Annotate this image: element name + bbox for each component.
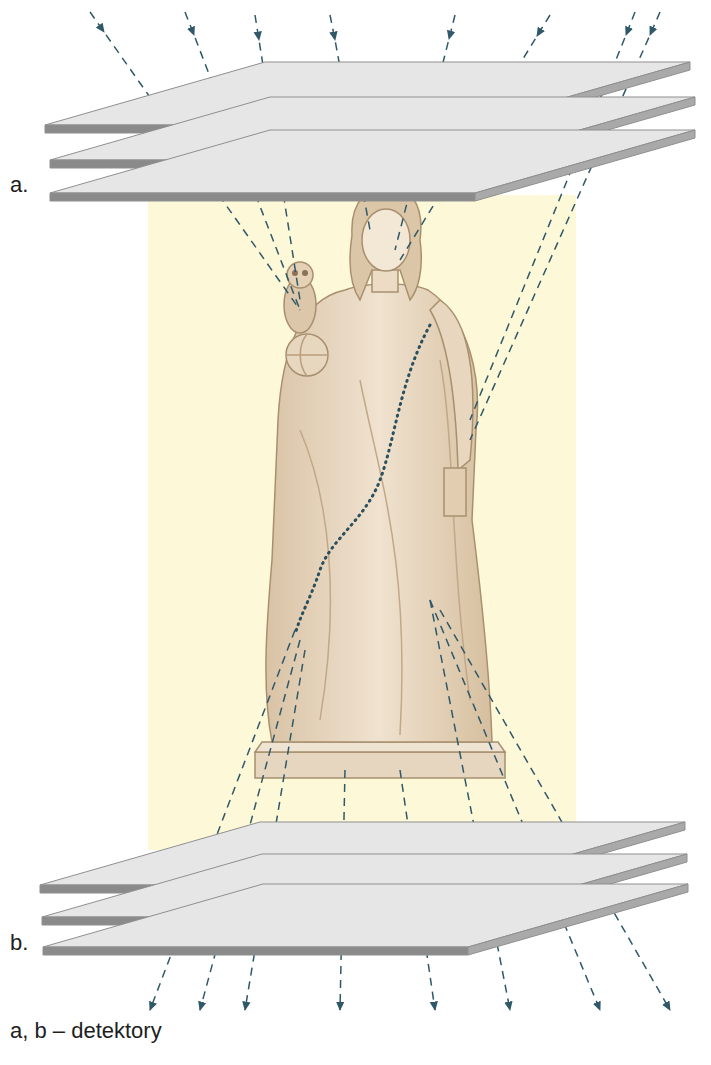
detector-label: a. (10, 172, 28, 198)
legend-note: a, b – detektory (10, 1018, 162, 1044)
scattered-track (295, 325, 430, 635)
detector-label: b. (10, 930, 28, 956)
detector-b (40, 822, 688, 955)
statue (255, 186, 505, 778)
detector-a (45, 62, 695, 201)
